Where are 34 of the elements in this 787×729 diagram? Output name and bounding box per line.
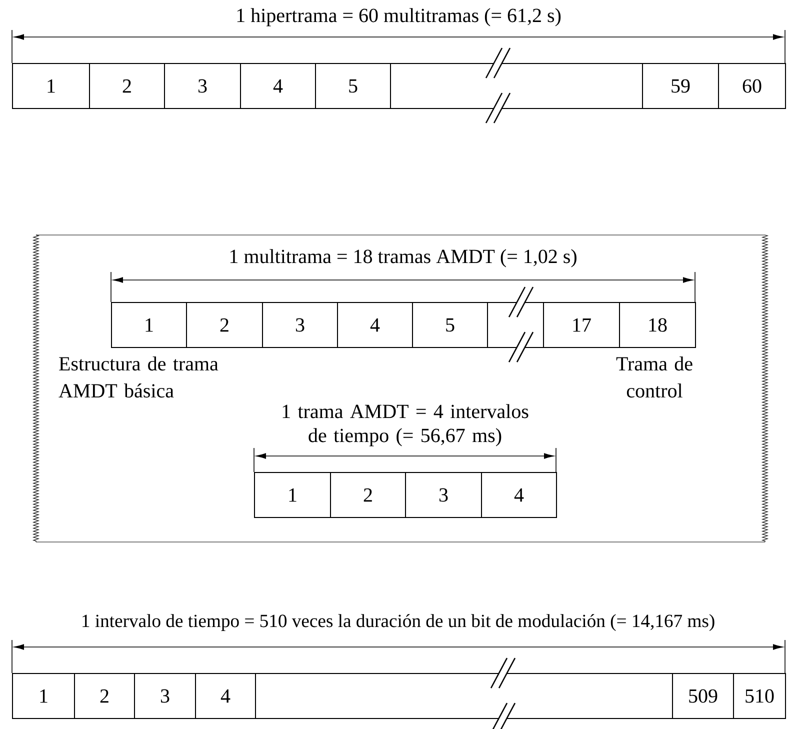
frame-cell: 1 xyxy=(12,673,75,719)
frame-cell: 2 xyxy=(89,63,165,109)
dimension-label: 1 hipertrama = 60 multitramas (= 61,2 s) xyxy=(237,8,561,26)
frame-cell: 18 xyxy=(619,302,696,348)
frame-cell: 59 xyxy=(642,63,719,109)
frame-cell: 1 xyxy=(12,63,90,109)
cell-caption: Estructura de trama AMDT básica xyxy=(58,356,218,398)
frame-cell: 4 xyxy=(240,63,316,109)
frame-cell: 3 xyxy=(134,673,196,719)
frame-cell: 3 xyxy=(262,302,338,348)
frame-cell: 509 xyxy=(672,673,734,719)
frame-cell: 60 xyxy=(718,63,786,109)
frame-cell: 17 xyxy=(543,302,620,348)
frame-cell: 1 xyxy=(254,472,331,518)
frame-cell: 4 xyxy=(481,472,557,518)
cell-caption: Trama de control xyxy=(616,356,692,398)
frame-cell: 3 xyxy=(405,472,482,518)
dimension-label: 1 trama AMDT = 4 intervalos de tiempo (= 56,67 ms) xyxy=(282,404,528,446)
frame-panel xyxy=(32,234,769,542)
frame-cell: 2 xyxy=(330,472,406,518)
frame-cell: 4 xyxy=(195,673,256,719)
frame-cell: 1 xyxy=(111,302,187,348)
frame-cell: 5 xyxy=(412,302,488,348)
dimension-label: 1 intervalo de tiempo = 510 veces la duración de un bit de modulación (= 14,167 ms) xyxy=(82,614,714,631)
frame-cell: 2 xyxy=(186,302,263,348)
frame-cell: 510 xyxy=(733,673,786,719)
frame-cell: 5 xyxy=(315,63,391,109)
empty-cell xyxy=(487,302,544,348)
dimension-label: 1 multitrama = 18 tramas AMDT (= 1,02 s) xyxy=(230,249,576,268)
empty-cell xyxy=(255,673,673,719)
empty-cell xyxy=(390,63,643,109)
frame-cell: 2 xyxy=(74,673,135,719)
frame-cell: 4 xyxy=(337,302,413,348)
frame-cell: 3 xyxy=(164,63,241,109)
